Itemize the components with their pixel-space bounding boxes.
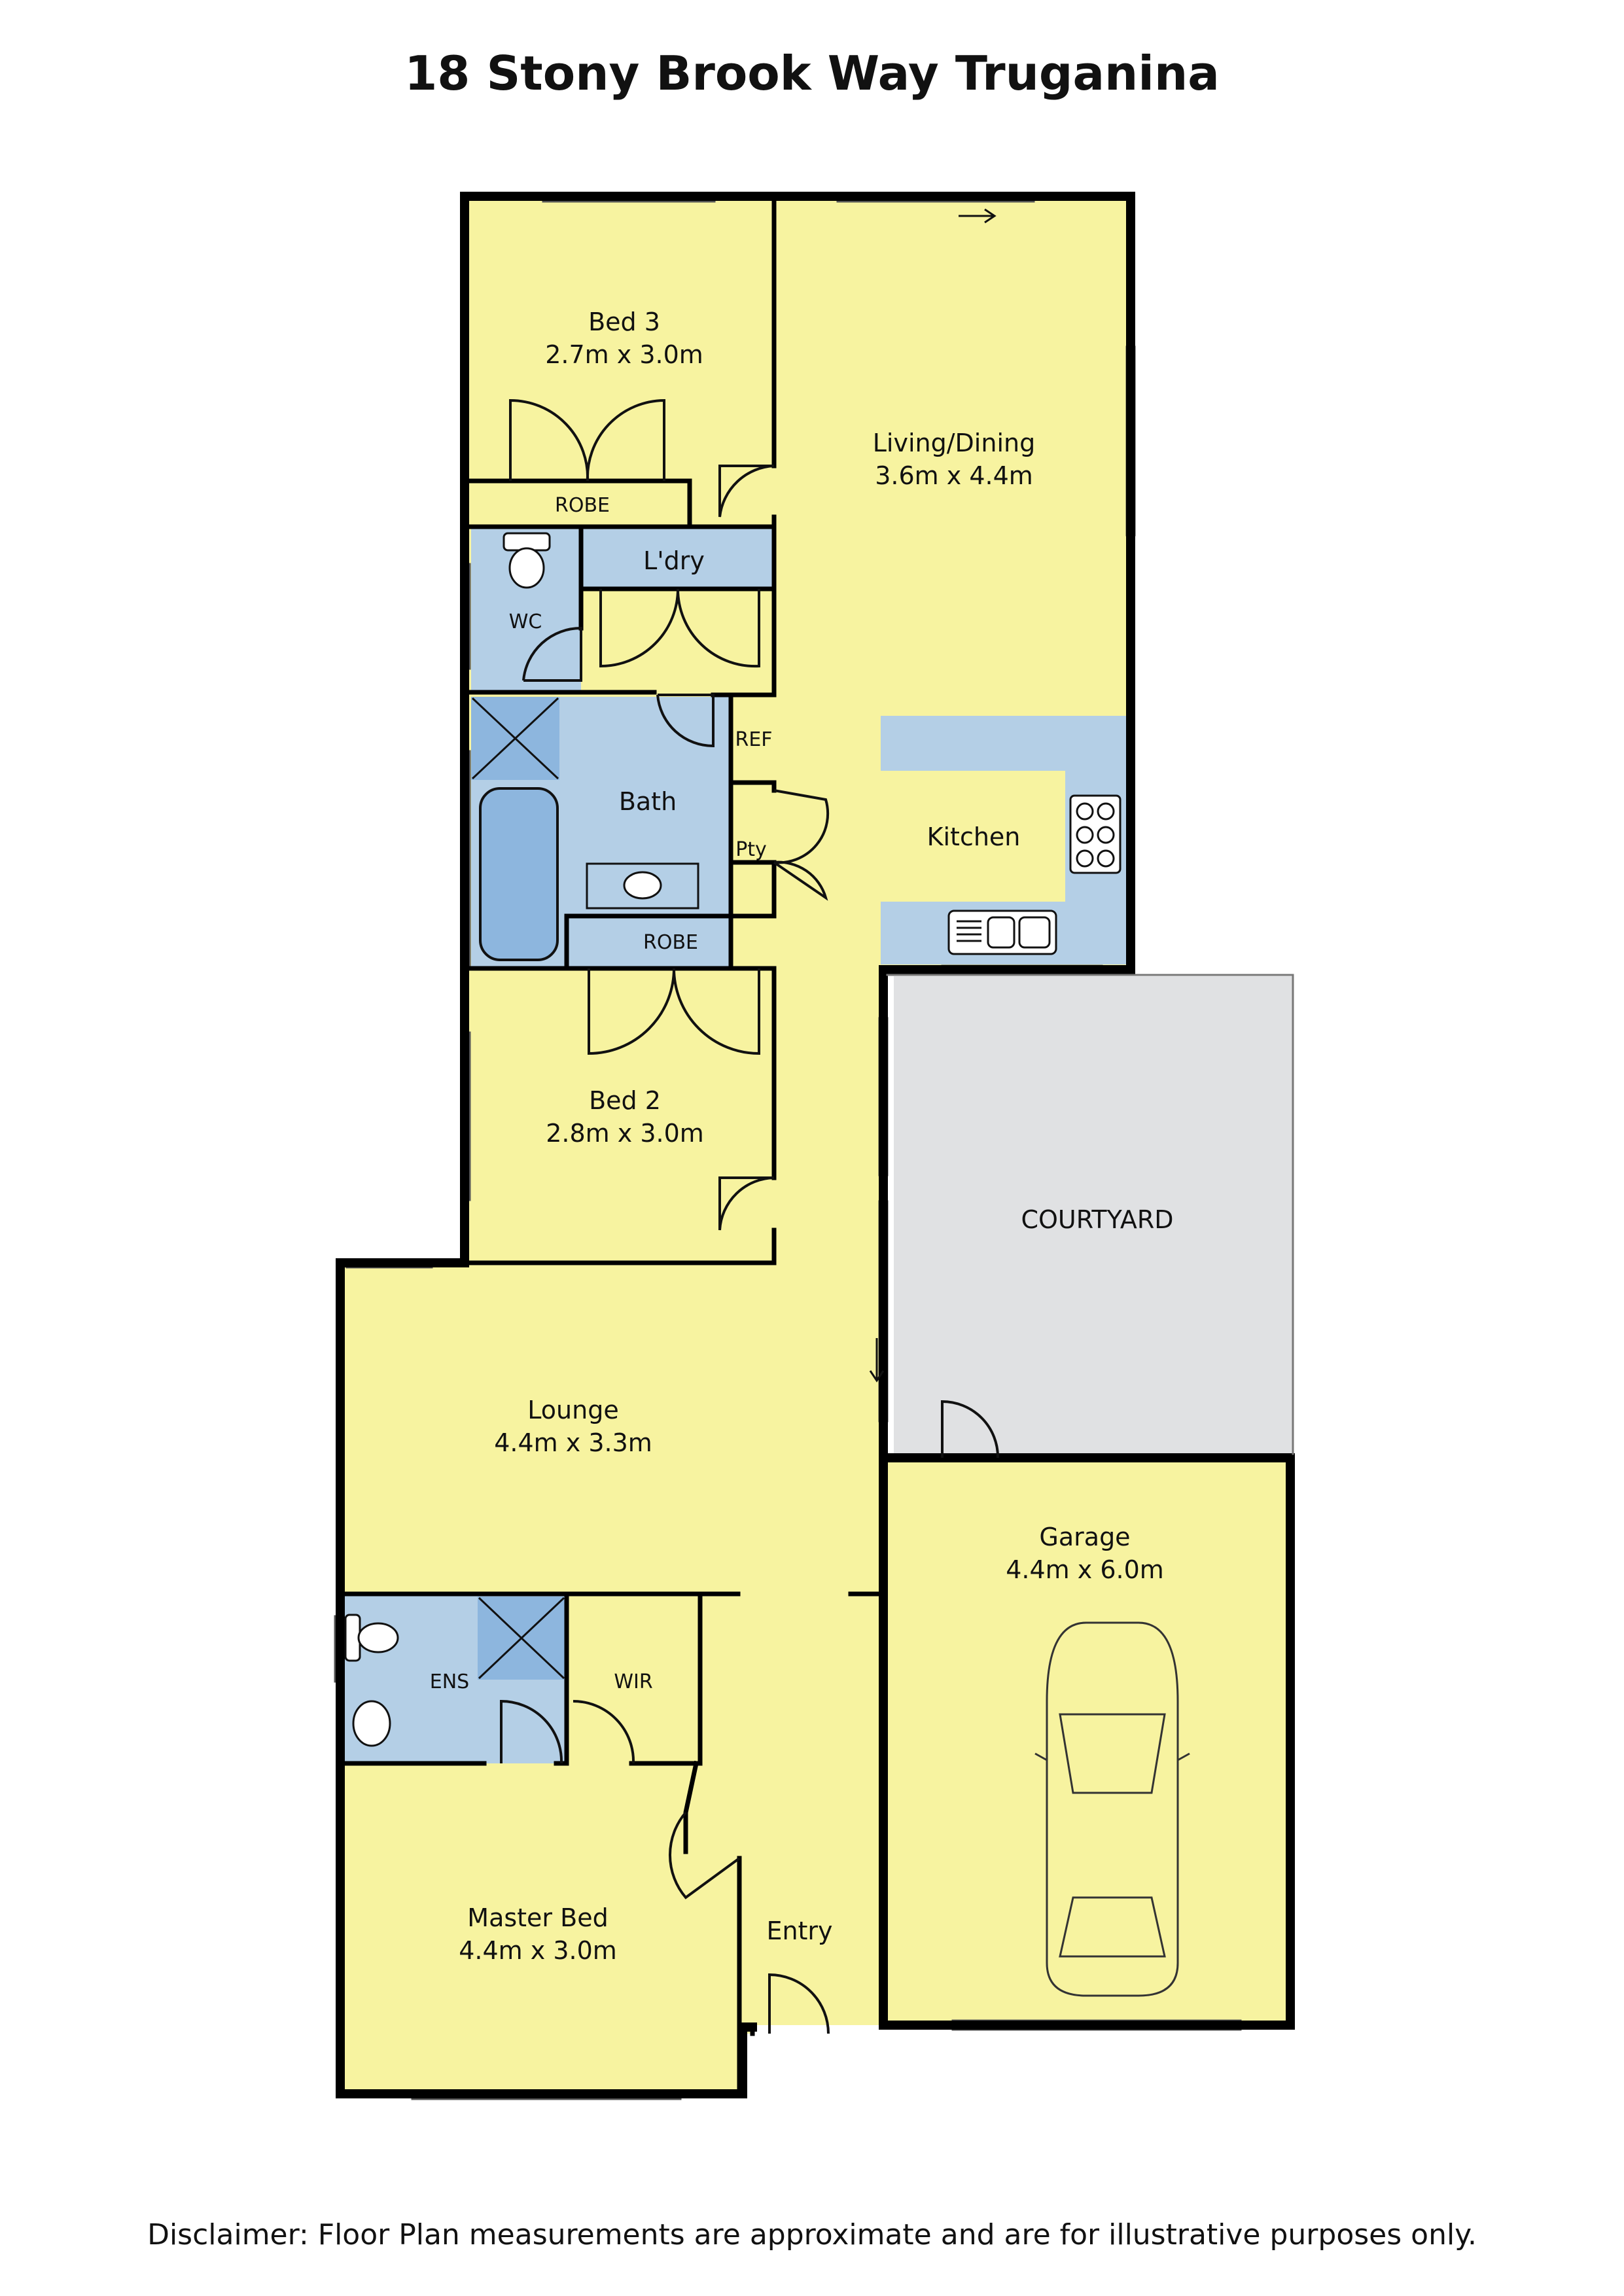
interior-wall xyxy=(463,1227,777,1265)
interior-wall xyxy=(629,1591,703,1766)
shower-icon xyxy=(471,697,559,780)
doors xyxy=(500,398,1000,2034)
pantry-name: Pty xyxy=(735,838,767,861)
door-swing-icon xyxy=(588,968,675,1055)
living-name: Living/Dining xyxy=(873,429,1035,457)
robe-top-name: ROBE xyxy=(555,494,610,517)
fixtures xyxy=(344,208,1190,1997)
robe-bed2-name: ROBE xyxy=(643,931,698,954)
entry-name: Entry xyxy=(766,1916,832,1945)
basin-icon xyxy=(352,1700,391,1747)
toilet-icon xyxy=(344,1614,399,1662)
garage-fill xyxy=(883,1459,1290,2025)
basin-icon xyxy=(623,871,662,900)
room-labels: Bed 3 2.7m x 3.0m Living/Dining 3.6m x 4… xyxy=(430,308,1174,1965)
laundry-bench-fill xyxy=(581,529,775,588)
door-swing-icon xyxy=(676,588,760,668)
kitchen-bench-fill xyxy=(881,716,1127,964)
door-swing-icon xyxy=(718,1176,775,1231)
master-dims: 4.4m x 3.0m xyxy=(459,1936,617,1965)
bed3-dims: 2.7m x 3.0m xyxy=(545,340,703,369)
laundry-name: L'dry xyxy=(643,546,705,575)
bathtub-fill xyxy=(479,787,559,961)
master-name: Master Bed xyxy=(467,1903,608,1932)
door-swing-icon xyxy=(509,398,590,482)
door-swing-icon xyxy=(718,465,775,518)
door-swing-icon xyxy=(599,588,679,668)
wc-name: WC xyxy=(509,610,542,633)
wir-name: WIR xyxy=(614,1670,652,1693)
lounge-dims: 4.4m x 3.3m xyxy=(494,1428,652,1457)
door-swing-icon xyxy=(586,398,665,482)
interior-wall xyxy=(465,478,692,529)
car-icon xyxy=(1034,1621,1190,1997)
plan-title: 18 Stony Brook Way Truganina xyxy=(404,46,1220,101)
courtyard-name: COURTYARD xyxy=(1021,1205,1173,1234)
ensuite-name: ENS xyxy=(430,1670,469,1693)
door-swing-icon xyxy=(656,694,715,748)
interior-wall xyxy=(728,780,777,793)
lounge-name: Lounge xyxy=(527,1396,618,1424)
arrow-icon xyxy=(869,1338,885,1383)
door-swing-icon xyxy=(941,1400,1000,1458)
garage-name: Garage xyxy=(1039,1523,1130,1551)
door-swing-icon xyxy=(673,968,760,1055)
door-swing-icon xyxy=(669,1811,741,1899)
door-swing-icon xyxy=(500,1699,563,1764)
bed2-name: Bed 2 xyxy=(589,1086,661,1115)
living-dims: 3.6m x 4.4m xyxy=(875,461,1033,490)
shower-icon xyxy=(478,1597,565,1680)
bath-name: Bath xyxy=(619,787,677,816)
arrow-icon xyxy=(959,208,997,224)
bed3-name: Bed 3 xyxy=(588,308,660,336)
garage-dims: 4.4m x 6.0m xyxy=(1006,1555,1164,1584)
room-fills xyxy=(340,196,1293,2094)
door-swing-icon xyxy=(768,1973,830,2034)
cooktop-icon xyxy=(1069,794,1121,874)
toilet-icon xyxy=(503,532,551,589)
courtyard-fill xyxy=(894,976,1293,1456)
door-swing-icon xyxy=(773,860,828,901)
door-swing-icon xyxy=(573,1700,635,1764)
door-swing-icon xyxy=(522,626,582,682)
kitchen-name: Kitchen xyxy=(927,822,1021,851)
bed2-dims: 2.8m x 3.0m xyxy=(546,1119,704,1148)
courtyard-outline xyxy=(886,974,1294,1455)
kitchen-sink-icon xyxy=(947,910,1057,955)
ref-name: REF xyxy=(735,728,772,751)
disclaimer: Disclaimer: Floor Plan measurements are … xyxy=(147,2218,1477,2252)
